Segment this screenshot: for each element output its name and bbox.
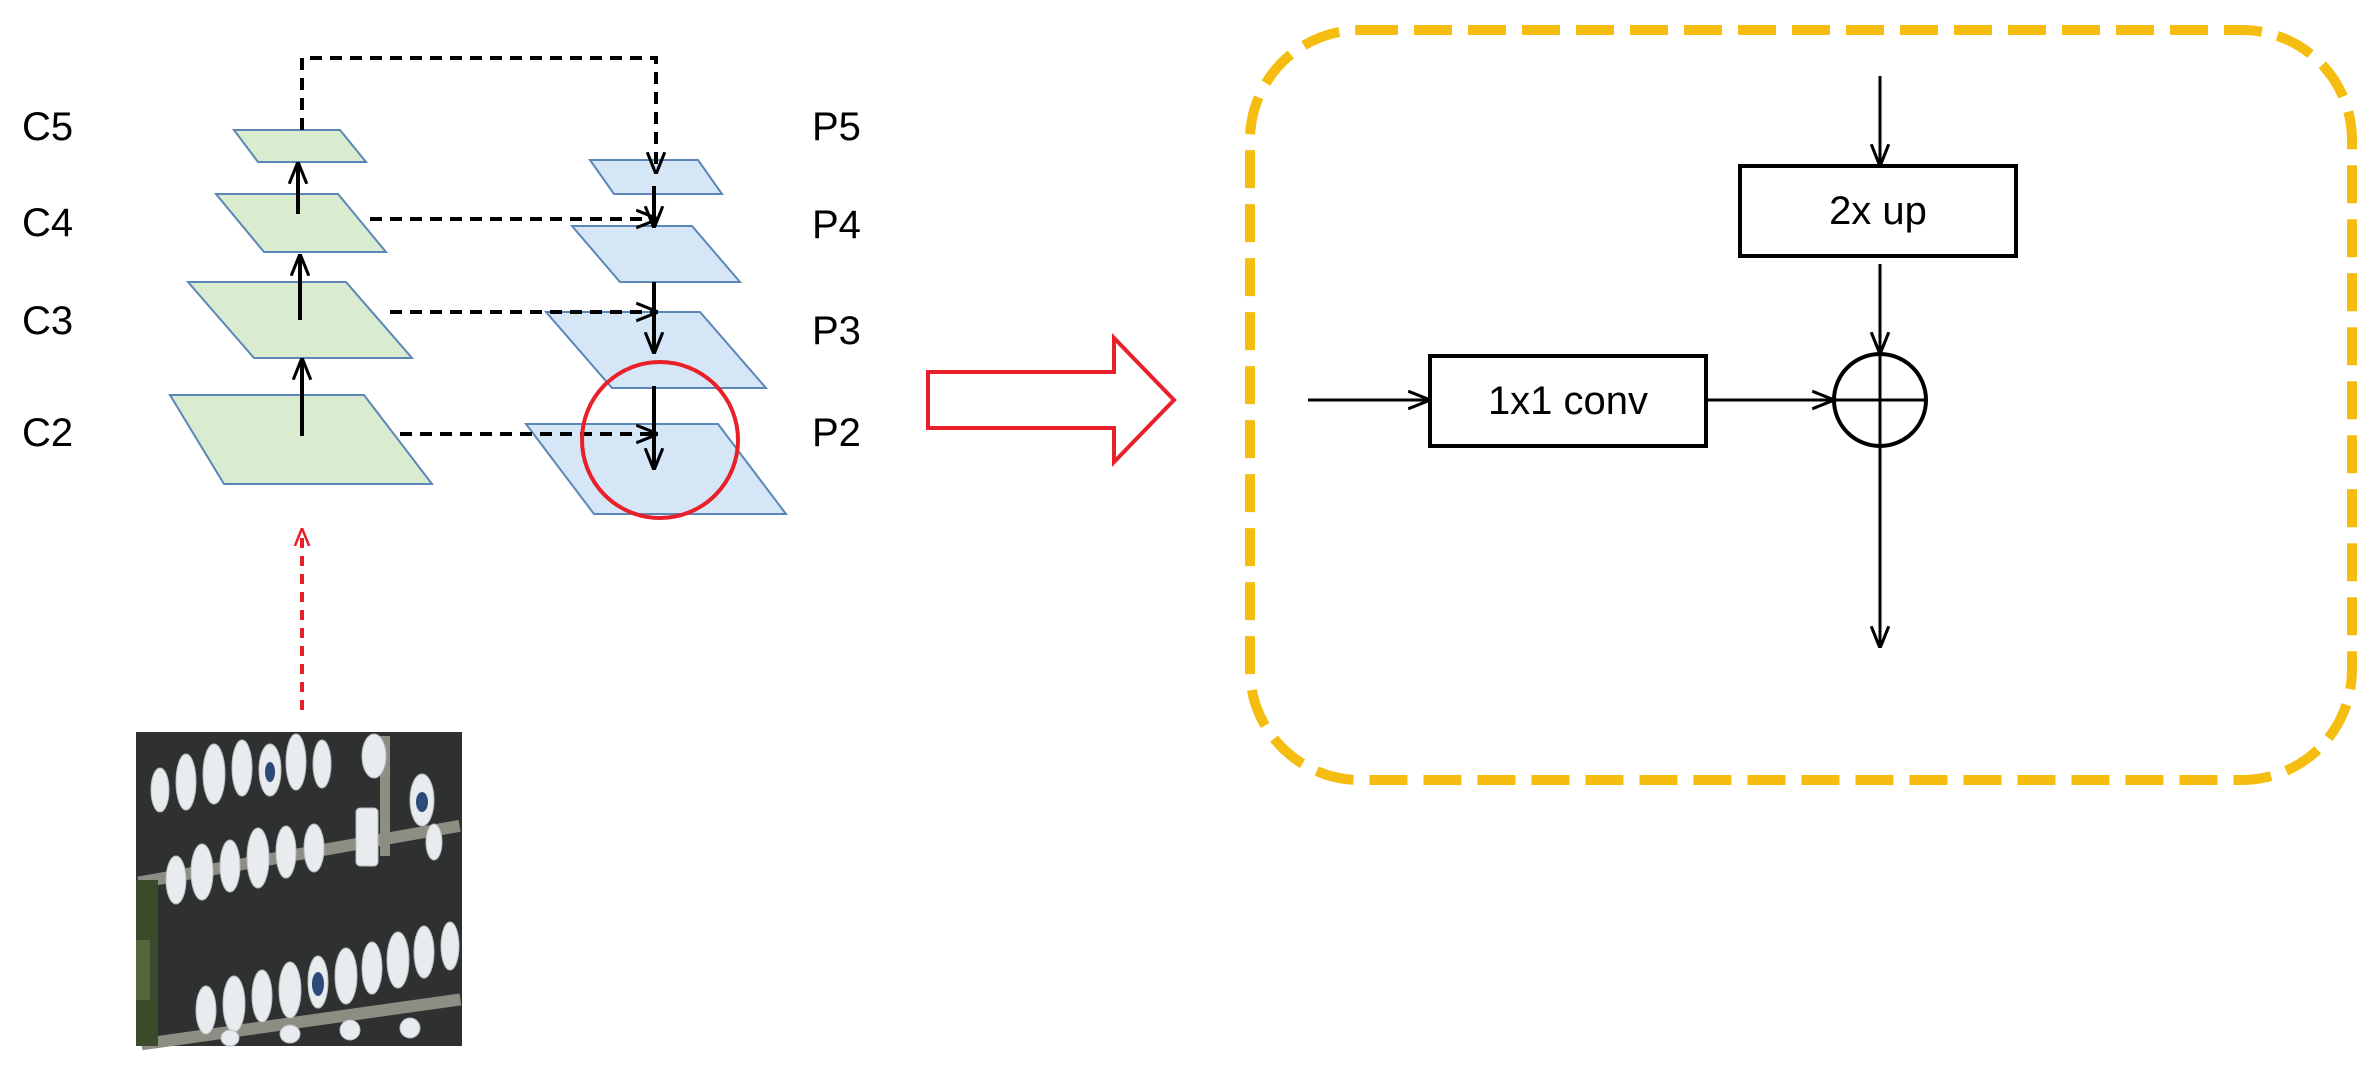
bottom-up-pyramid — [168, 129, 435, 485]
label-c3: C3 — [22, 299, 73, 343]
detail-frame — [1245, 25, 2357, 785]
top-down-pyramid — [523, 159, 789, 515]
addition-node-icon — [1832, 352, 1928, 448]
label-p4: P4 — [812, 203, 861, 247]
level-c5 — [232, 129, 369, 163]
top-down-labels: P5 P4 P3 P2 — [812, 105, 861, 455]
label-p5: P5 — [812, 105, 861, 149]
level-c2 — [168, 394, 435, 485]
label-p3: P3 — [812, 309, 861, 353]
label-c2: C2 — [22, 411, 73, 455]
merge-detail-panel: 2x up 1x1 conv — [1245, 25, 2357, 785]
bottom-up-labels: C5 C4 C3 C2 — [22, 105, 73, 455]
upsample-label: 2x up — [1829, 189, 1927, 233]
top-connection-c5-p5 — [300, 56, 656, 172]
transition-arrow — [926, 333, 1177, 467]
label-p2: P2 — [812, 411, 861, 455]
lateral-connections — [300, 56, 656, 434]
label-c4: C4 — [22, 201, 73, 245]
conv-label: 1x1 conv — [1488, 379, 1648, 423]
level-c4 — [213, 193, 389, 253]
aerial-marina-photo-icon — [136, 732, 462, 1051]
label-c5: C5 — [22, 105, 73, 149]
conv-box — [1428, 354, 1708, 448]
highlight-circle — [580, 360, 740, 520]
level-p4 — [569, 225, 743, 283]
upsample-box — [1738, 164, 2018, 258]
